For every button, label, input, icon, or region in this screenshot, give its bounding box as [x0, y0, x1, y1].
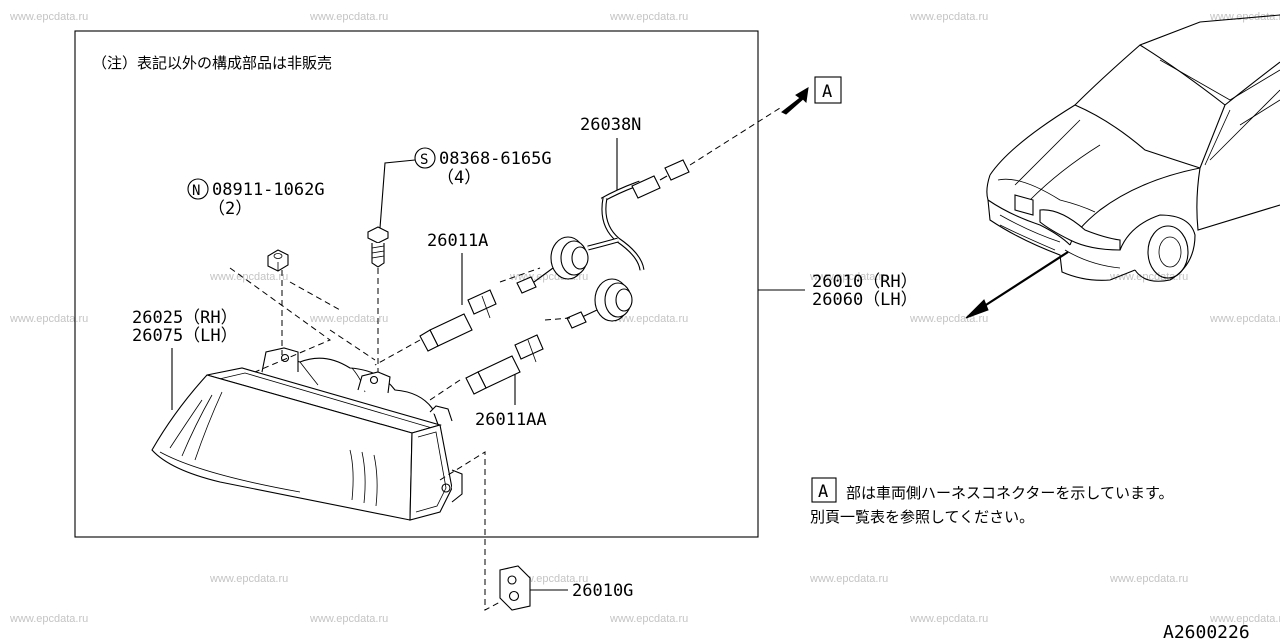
bulb-aa-label: 26011AA — [475, 410, 547, 430]
socket-upper-icon — [516, 236, 589, 294]
watermark: www.epcdata.ru — [909, 613, 988, 625]
nut-prefix: N — [192, 183, 200, 199]
connector-ref-box — [814, 76, 842, 104]
lamp-lh-label: 26060（LH） — [812, 290, 918, 310]
s-symbol-icon — [414, 147, 436, 169]
nut-icon — [267, 249, 289, 272]
watermark: www.epcdata.ru — [309, 613, 388, 625]
screw-icon — [367, 226, 389, 268]
nut-callout: N 08911-1062G （2） — [187, 178, 325, 219]
diagram-code: A2600226 — [1163, 622, 1250, 640]
lamp-rh-label: 26010（RH） — [812, 272, 918, 292]
n-symbol-icon — [187, 178, 209, 200]
watermark: www.epcdata.ru — [909, 313, 988, 325]
bracket-icon — [499, 565, 531, 611]
screw-qty: （4） — [437, 168, 481, 188]
legend-ref-label: A — [818, 482, 828, 502]
watermark: www.epcdata.ru — [309, 11, 388, 23]
watermark: www.epcdata.ru — [309, 313, 388, 325]
assembly-frame — [74, 30, 759, 538]
legend-ref-box — [811, 477, 837, 503]
watermark: www.epcdata.ru — [809, 271, 888, 283]
watermark: www.epcdata.ru — [9, 11, 88, 23]
watermark: www.epcdata.ru — [1209, 613, 1280, 625]
nut-code: 08911-1062G — [212, 180, 325, 200]
nut-qty: （2） — [208, 199, 252, 219]
watermark: www.epcdata.ru — [9, 313, 88, 325]
note-top: （注）表記以外の構成部品は非販売 — [92, 54, 332, 72]
connector-ref-label: A — [822, 82, 832, 102]
watermark: www.epcdata.ru — [609, 11, 688, 23]
watermark: www.epcdata.ru — [209, 573, 288, 585]
assembly-dash-lines — [229, 107, 781, 611]
connector-arrow-icon — [781, 87, 809, 115]
bracket-label: 26010G — [572, 581, 633, 601]
harness-icon — [587, 159, 690, 271]
watermark: www.epcdata.ru — [609, 313, 688, 325]
watermark: www.epcdata.ru — [909, 11, 988, 23]
legend-line-1: 部は車両側ハーネスコネクターを示しています。 — [846, 484, 1173, 502]
watermark: www.epcdata.ru — [9, 613, 88, 625]
watermark-layer: www.epcdata.ru www.epcdata.ru www.epcdat… — [9, 11, 1280, 625]
legend-line-2: 別頁一覧表を参照してください。 — [810, 508, 1034, 526]
screw-code: 08368-6165G — [439, 149, 552, 169]
bulb-a-label: 26011A — [427, 231, 488, 251]
watermark: www.epcdata.ru — [809, 573, 888, 585]
headlamp-assembly-icon — [151, 347, 463, 521]
watermark: www.epcdata.ru — [609, 613, 688, 625]
watermark: www.epcdata.ru — [1109, 271, 1188, 283]
watermark: www.epcdata.ru — [1209, 313, 1280, 325]
watermark: www.epcdata.ru — [209, 271, 288, 283]
housing-lh-label: 26075（LH） — [132, 326, 238, 346]
car-illustration-icon — [965, 14, 1280, 319]
screw-prefix: S — [420, 152, 428, 168]
housing-rh-label: 26025（RH） — [132, 308, 238, 328]
screw-callout: S 08368-6165G （4） — [379, 147, 552, 229]
watermark: www.epcdata.ru — [1209, 11, 1280, 23]
bulb-a-icon — [419, 289, 497, 352]
watermark: www.epcdata.ru — [1109, 573, 1188, 585]
harness-label: 26038N — [580, 115, 641, 135]
bulb-aa-icon — [465, 334, 544, 395]
socket-lower-icon — [566, 278, 633, 329]
